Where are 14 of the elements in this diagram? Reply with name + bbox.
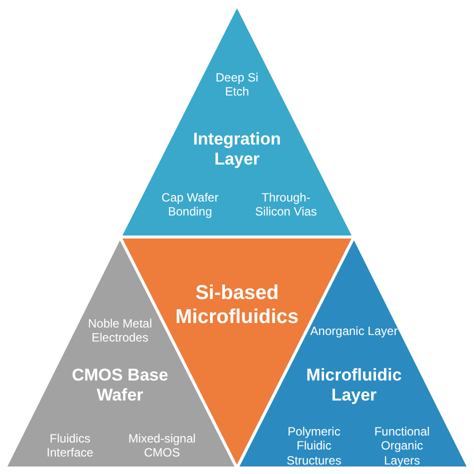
segment-label: Mixed-signal CMOS [127,432,197,460]
segment-label: Fluidics Interface [46,432,94,460]
segment-heading: CMOS Base Wafer [70,366,170,406]
segment-heading: Microfluidic Layer [305,366,403,406]
segment-label: Deep Si Etch [214,70,260,100]
segment-label: Noble Metal Electrodes [86,316,154,346]
segment-label: Through-Silicon Vias [254,190,318,220]
segment-label: Cap Wafer Bonding [160,190,220,220]
segment-label: Polymeric Fluidic Structures [286,424,342,468]
segment-heading: Integration Layer [192,130,282,170]
segment-label: Functional Organic Layers [373,424,431,468]
segment-label: Anorganic Layer [309,324,399,338]
triangle-segment [120,5,354,237]
segment-heading: Si-based Microfluidics [174,281,300,329]
